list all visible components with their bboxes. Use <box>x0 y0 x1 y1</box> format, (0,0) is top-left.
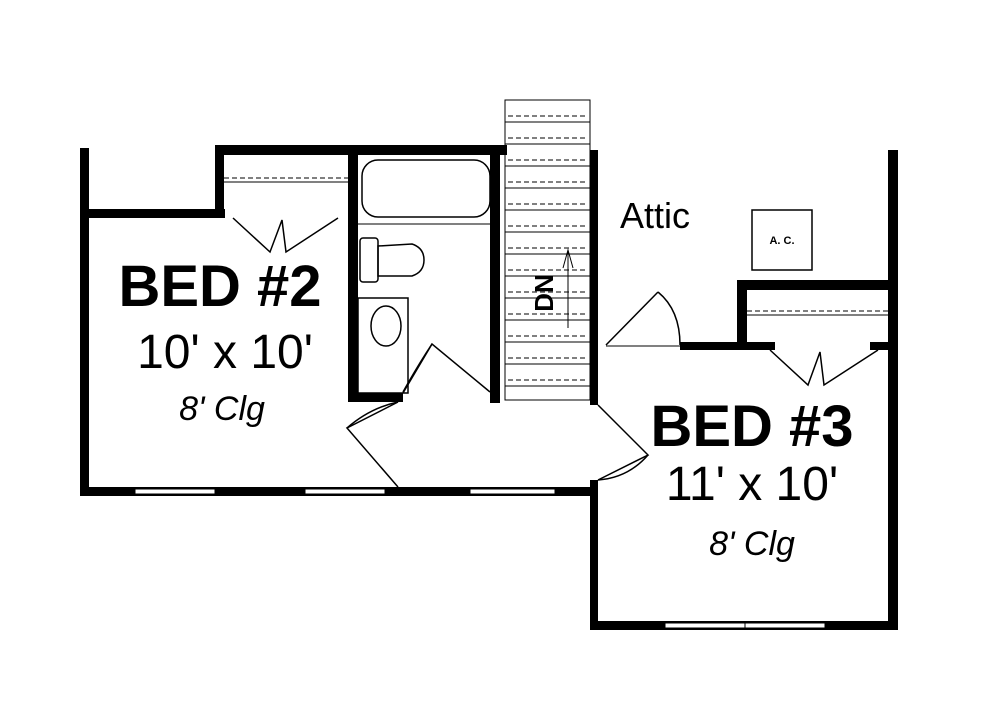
bath-fixtures <box>357 159 813 394</box>
bed3-size: 11' x 10' <box>666 458 838 511</box>
toilet-tank <box>359 237 379 283</box>
bathtub <box>361 159 491 218</box>
ac-unit-box <box>751 209 813 271</box>
bed2-ceiling: 8' Clg <box>179 390 265 428</box>
closet-shelves <box>224 177 888 316</box>
vanity <box>357 297 409 394</box>
bed3-ceiling: 8' Clg <box>709 525 795 563</box>
stair-down-label: DN <box>529 274 559 312</box>
toilet-bowl <box>377 243 425 277</box>
bed2-size: 10' x 10' <box>137 326 313 379</box>
ac-label: A. C. <box>769 235 794 247</box>
doors <box>232 217 879 488</box>
attic-label: Attic <box>620 195 690 236</box>
bed2-name: BED #2 <box>118 254 321 319</box>
sink <box>370 305 402 347</box>
windows <box>134 488 826 629</box>
bed3-name: BED #3 <box>650 394 853 459</box>
staircase <box>504 99 591 401</box>
